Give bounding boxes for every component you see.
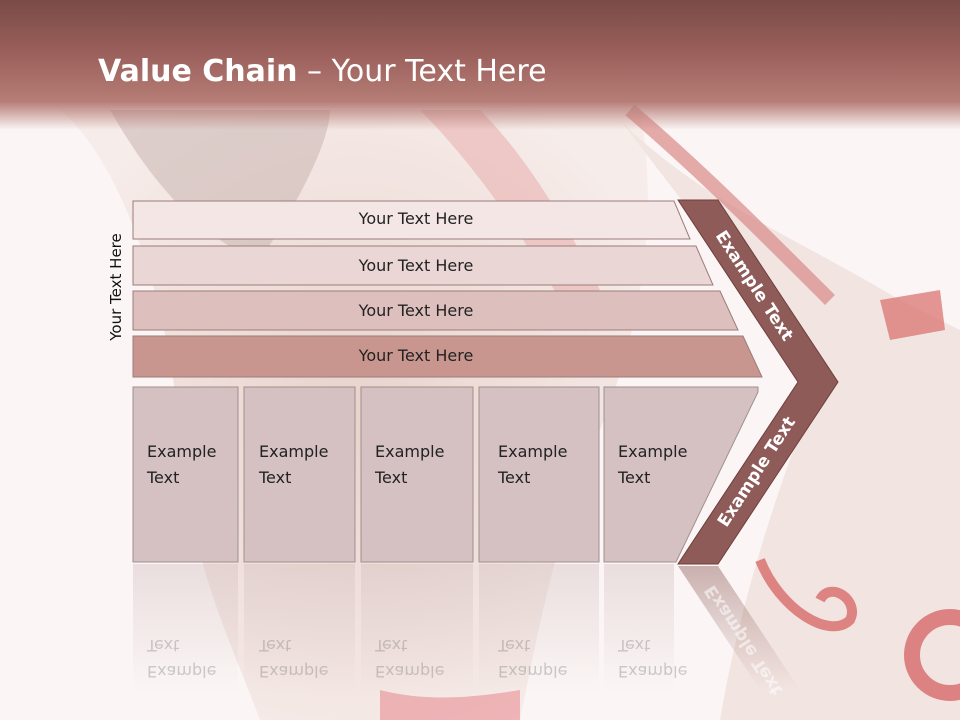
band-2-label: Your Text Here xyxy=(358,256,474,275)
band-1-label: Your Text Here xyxy=(358,209,474,228)
column-4-label: Example Text xyxy=(498,442,568,487)
column-4-reflection xyxy=(479,564,599,694)
slide-title: Value Chain – Your Text Here xyxy=(98,54,547,89)
band-3-shape xyxy=(132,290,739,331)
side-axis-label: Your Text Here xyxy=(107,233,125,341)
column-4-label-reflection: Example Text xyxy=(498,636,568,681)
column-5-label-reflection: Example Text xyxy=(618,636,688,681)
column-3-label: Example Text xyxy=(375,442,445,487)
column-4-shape xyxy=(478,386,600,563)
chevron-reflection xyxy=(678,566,800,690)
column-2-reflection xyxy=(244,564,355,694)
title-rest: – Your Text Here xyxy=(297,54,547,89)
column-1-label: Example Text xyxy=(147,442,217,487)
title-band xyxy=(0,0,960,130)
chevron-arrow xyxy=(677,199,839,565)
band-1-shape xyxy=(132,200,691,240)
band-4-shape xyxy=(132,335,763,378)
column-2-label: Example Text xyxy=(259,442,329,487)
column-2-label-reflection: Example Text xyxy=(259,636,329,681)
column-1-shape xyxy=(132,386,239,563)
column-5-reflection xyxy=(604,564,674,694)
title-bold: Value Chain xyxy=(98,54,298,89)
band-3-label: Your Text Here xyxy=(358,301,474,320)
column-2-shape xyxy=(243,386,356,563)
column-5-shape xyxy=(603,386,759,563)
band-4-label: Your Text Here xyxy=(358,346,474,365)
column-3-shape xyxy=(360,386,474,563)
column-1-reflection xyxy=(133,564,238,694)
column-3-label-reflection: Example Text xyxy=(375,636,445,681)
band-2-shape xyxy=(132,245,714,286)
column-5-label: Example Text xyxy=(618,442,688,487)
column-3-reflection xyxy=(361,564,473,694)
column-1-label-reflection: Example Text xyxy=(147,636,217,681)
